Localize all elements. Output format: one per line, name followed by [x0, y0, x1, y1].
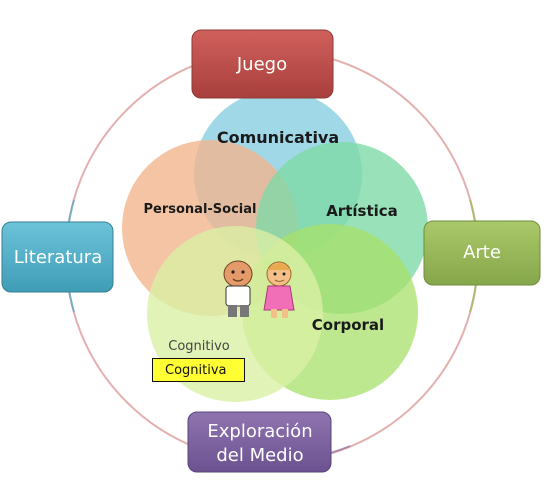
box-exploracion: Exploración del Medio [187, 411, 332, 473]
label-corporal: Corporal [312, 316, 384, 334]
label-cognitive: Cognitivo [168, 339, 230, 354]
box-juego-label: Juego [236, 54, 287, 75]
box-arte-label: Arte [463, 242, 501, 263]
box-exploracion-line2: del Medio [216, 445, 303, 466]
box-literatura-label: Literatura [14, 247, 103, 268]
cognitiva-highlight: Cognitiva [152, 358, 245, 382]
label-artistic: Artística [326, 202, 398, 220]
cognitiva-highlight-text: Cognitiva [165, 362, 227, 378]
girl-figure [263, 261, 295, 318]
box-exploracion-line1: Exploración [207, 421, 312, 442]
box-juego: Juego [191, 29, 334, 99]
boy-figure [223, 260, 253, 317]
label-personal-social: Personal-Social [144, 202, 257, 217]
label-communicative: Comunicativa [217, 128, 339, 147]
box-arte: Arte [423, 220, 541, 286]
box-literatura: Literatura [1, 221, 114, 293]
